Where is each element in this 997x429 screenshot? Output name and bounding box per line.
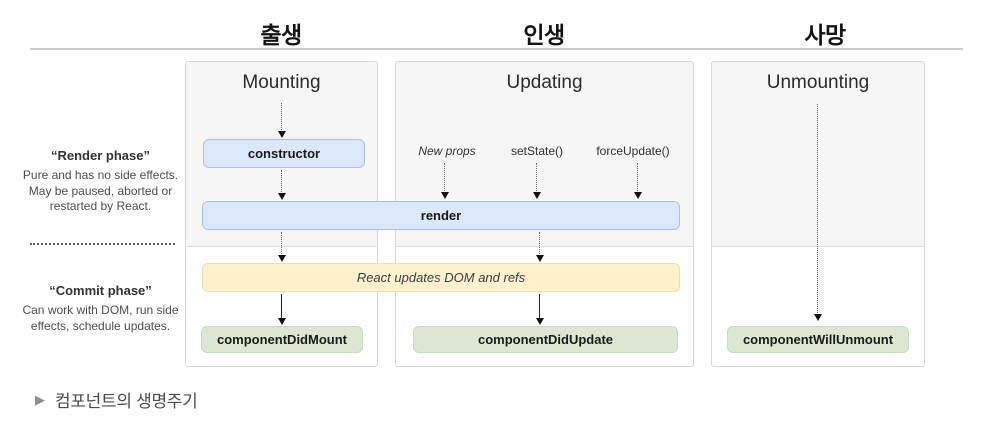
caption-text: 컴포넌트의 생명주기 [55,392,198,411]
component-did-mount-box: componentDidMount [201,326,363,353]
unmounting-render-phase-area [712,62,924,247]
stage-header-death: 사망 [804,22,846,48]
mounting-column-title: Mounting [242,72,321,93]
commit-phase-note: “Commit phase” Can work with DOM, run si… [18,283,183,334]
react-updates-dom-box: React updates DOM and refs [202,263,680,292]
stage-header-life: 인생 [523,22,565,48]
unmounting-column: Unmounting [711,61,925,367]
render-box: render [202,201,680,230]
render-phase-note: “Render phase” Pure and has no side effe… [18,148,183,215]
header-divider-line [30,48,963,50]
updating-column-title: Updating [506,72,583,93]
figure-caption: ▶ 컴포넌트의 생명주기 [35,387,198,412]
constructor-box: constructor [203,139,365,168]
phase-divider-dotted-line [30,243,175,245]
new-props-label: New props [418,144,476,158]
component-did-update-box: componentDidUpdate [413,326,678,353]
stage-header-birth: 출생 [260,22,302,48]
commit-phase-title: “Commit phase” [49,283,152,298]
component-will-unmount-box: componentWillUnmount [727,326,909,353]
forceupdate-label: forceUpdate() [596,144,670,158]
render-phase-description: Pure and has no side effects. May be pau… [22,168,179,214]
caption-triangle-icon: ▶ [35,392,45,407]
render-phase-title: “Render phase” [51,148,150,163]
unmounting-column-title: Unmounting [766,72,870,93]
setstate-label: setState() [510,144,564,158]
commit-phase-description: Can work with DOM, run side effects, sch… [22,303,179,333]
